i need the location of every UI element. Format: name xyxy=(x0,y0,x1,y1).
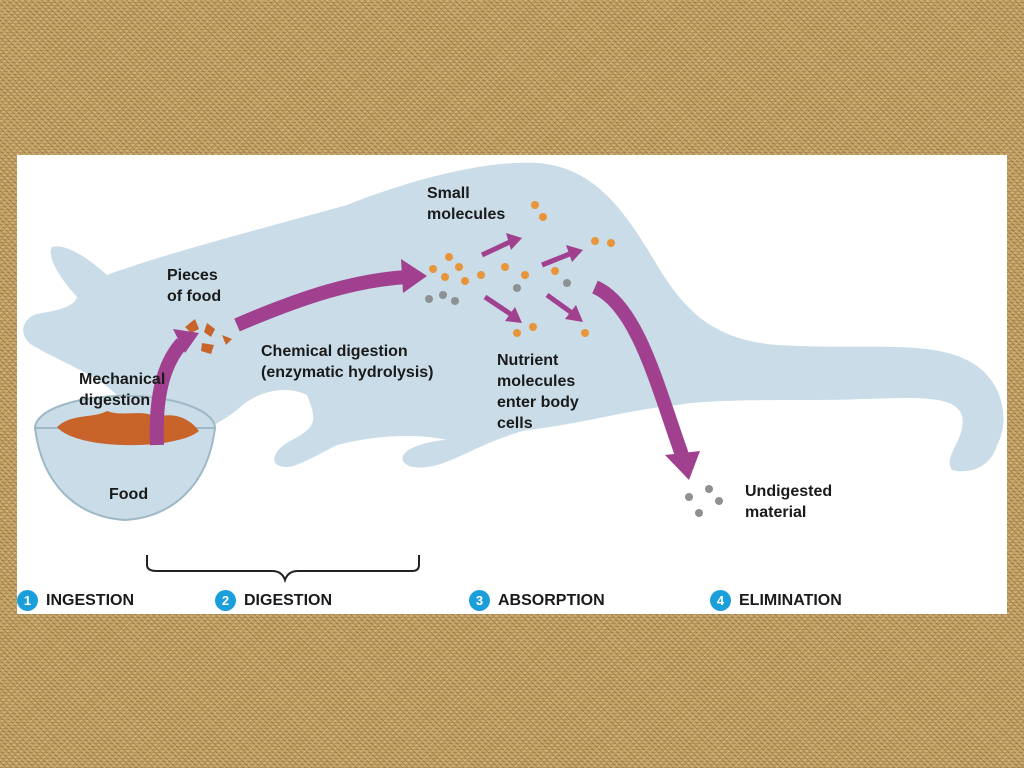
stage-ingestion: 1 INGESTION xyxy=(17,590,134,611)
stage-absorption: 3 ABSORPTION xyxy=(469,590,605,611)
absorption-arrow xyxy=(541,250,573,268)
label-small-molecules: Smallmolecules xyxy=(427,183,505,225)
bowl-base xyxy=(33,427,217,522)
stage-label: INGESTION xyxy=(46,591,135,609)
diagram-panel: Smallmolecules Piecesof food Mechanicald… xyxy=(17,155,1007,614)
chemical-digestion-arrowhead xyxy=(401,259,427,293)
absorption-arrow xyxy=(483,294,514,318)
label-food: Food xyxy=(109,486,149,503)
stage-number-badge: 1 xyxy=(17,590,38,611)
food-piece xyxy=(201,343,214,354)
ingestion-arrow xyxy=(149,338,188,446)
absorption-arrowhead xyxy=(566,245,583,262)
label-pieces-of-food: Piecesof food xyxy=(167,265,221,307)
stage-number-badge: 3 xyxy=(469,590,490,611)
food-piece xyxy=(204,323,215,337)
absorption-arrowhead xyxy=(506,233,522,250)
stage-label: ELIMINATION xyxy=(739,591,842,609)
absorption-arrowhead xyxy=(505,307,522,323)
ingestion-arrowhead xyxy=(173,329,199,353)
elimination-arrow xyxy=(591,280,689,458)
label-chemical-digestion: Chemical digestion(enzymatic hydrolysis) xyxy=(261,341,434,383)
label-mechanical-digestion: Mechanicaldigestion xyxy=(79,369,165,411)
stage-number-badge: 2 xyxy=(215,590,236,611)
food-piece xyxy=(185,319,199,333)
digestion-diagram xyxy=(23,162,1004,584)
absorption-arrow xyxy=(480,238,514,258)
stage-label: ABSORPTION xyxy=(498,591,605,609)
food-piece xyxy=(222,335,232,345)
elimination-arrowhead xyxy=(665,451,700,480)
small-molecules xyxy=(429,201,615,337)
stage-elimination: 4 ELIMINATION xyxy=(710,590,842,611)
undigested-particles xyxy=(425,279,723,517)
absorption-arrowhead xyxy=(565,305,583,322)
stage-number-badge: 4 xyxy=(710,590,731,611)
absorption-arrow xyxy=(545,292,574,316)
stage-label: DIGESTION xyxy=(244,591,333,609)
stage-digestion: 2 DIGESTION xyxy=(215,590,332,611)
chemical-digestion-arrow xyxy=(234,270,408,332)
digestion-bracket xyxy=(146,555,420,584)
label-nutrient-molecules: Nutrientmolecules enter bodycells xyxy=(497,350,579,434)
